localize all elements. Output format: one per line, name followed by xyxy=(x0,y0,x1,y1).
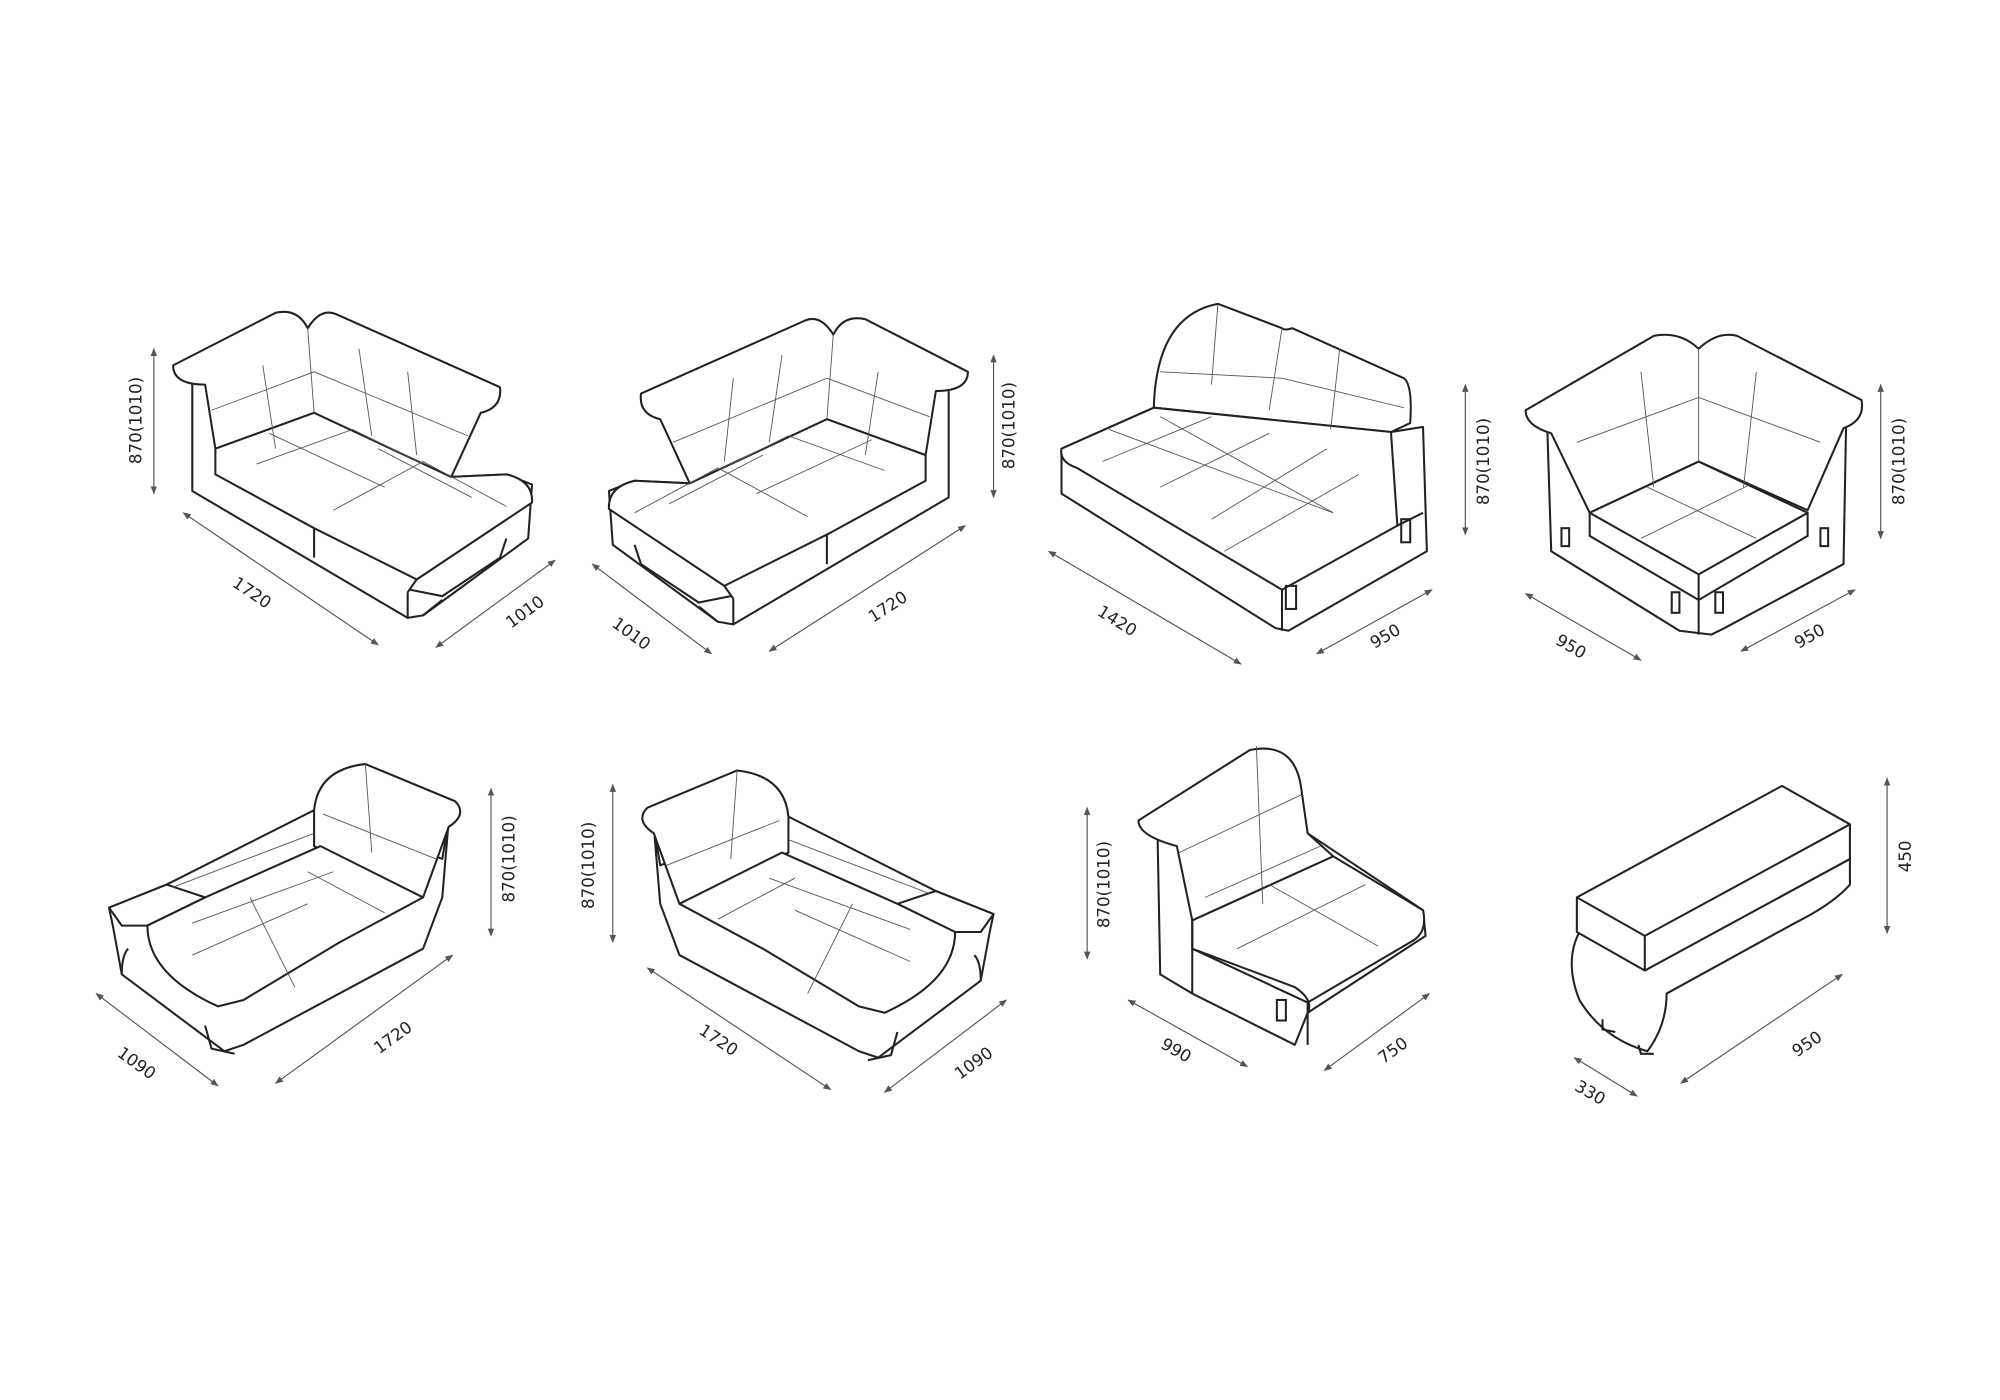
length-label: 1720 xyxy=(229,573,275,612)
module-chaise-right: 870(1010) 1720 1090 xyxy=(579,769,1008,1093)
height-label: 870(1010) xyxy=(1474,418,1493,505)
module-corner-left: 870(1010) 1720 1010 xyxy=(127,310,556,648)
length-label: 1720 xyxy=(370,1017,415,1057)
module-straight: 870(1010) 1420 950 xyxy=(1047,302,1493,665)
sofa-corner-left-drawing xyxy=(172,310,534,619)
height-label: 870(1010) xyxy=(1000,382,1019,469)
height-label: 870(1010) xyxy=(1889,418,1908,505)
height-label: 870(1010) xyxy=(127,377,146,464)
length-label: 950 xyxy=(1552,630,1589,662)
length-label: 1720 xyxy=(865,587,911,626)
depth-label: 950 xyxy=(1367,620,1404,652)
sofa-chaise-left-drawing xyxy=(107,763,462,1055)
height-label: 870(1010) xyxy=(579,822,598,909)
depth-label: 330 xyxy=(1572,1077,1609,1109)
length-label: 990 xyxy=(1158,1034,1195,1066)
length-label: 1420 xyxy=(1094,602,1140,641)
module-ottoman: 450 330 950 xyxy=(1570,777,1915,1109)
module-corner-right: 870(1010) 1720 1010 xyxy=(591,317,1019,655)
height-label: 870(1010) xyxy=(500,815,519,902)
depth-label: 950 xyxy=(1791,620,1828,652)
sofa-chaise-right-drawing xyxy=(641,769,995,1062)
sofa-corner-right-drawing xyxy=(607,317,969,626)
module-chaise-left: 870(1010) 1090 1720 xyxy=(95,763,519,1087)
depth-label: 1090 xyxy=(114,1043,159,1083)
depth-label: 1010 xyxy=(609,614,654,654)
depth-label: 1090 xyxy=(951,1043,996,1083)
depth-label: 1010 xyxy=(502,592,547,632)
height-label: 870(1010) xyxy=(1095,841,1114,928)
module-corner: 870(1010) 950 950 xyxy=(1524,333,1908,663)
height-label: 450 xyxy=(1896,840,1915,872)
length-label: 950 xyxy=(1789,1027,1826,1061)
module-armchair: 870(1010) 990 750 xyxy=(1083,746,1431,1071)
depth-label: 750 xyxy=(1375,1033,1412,1067)
